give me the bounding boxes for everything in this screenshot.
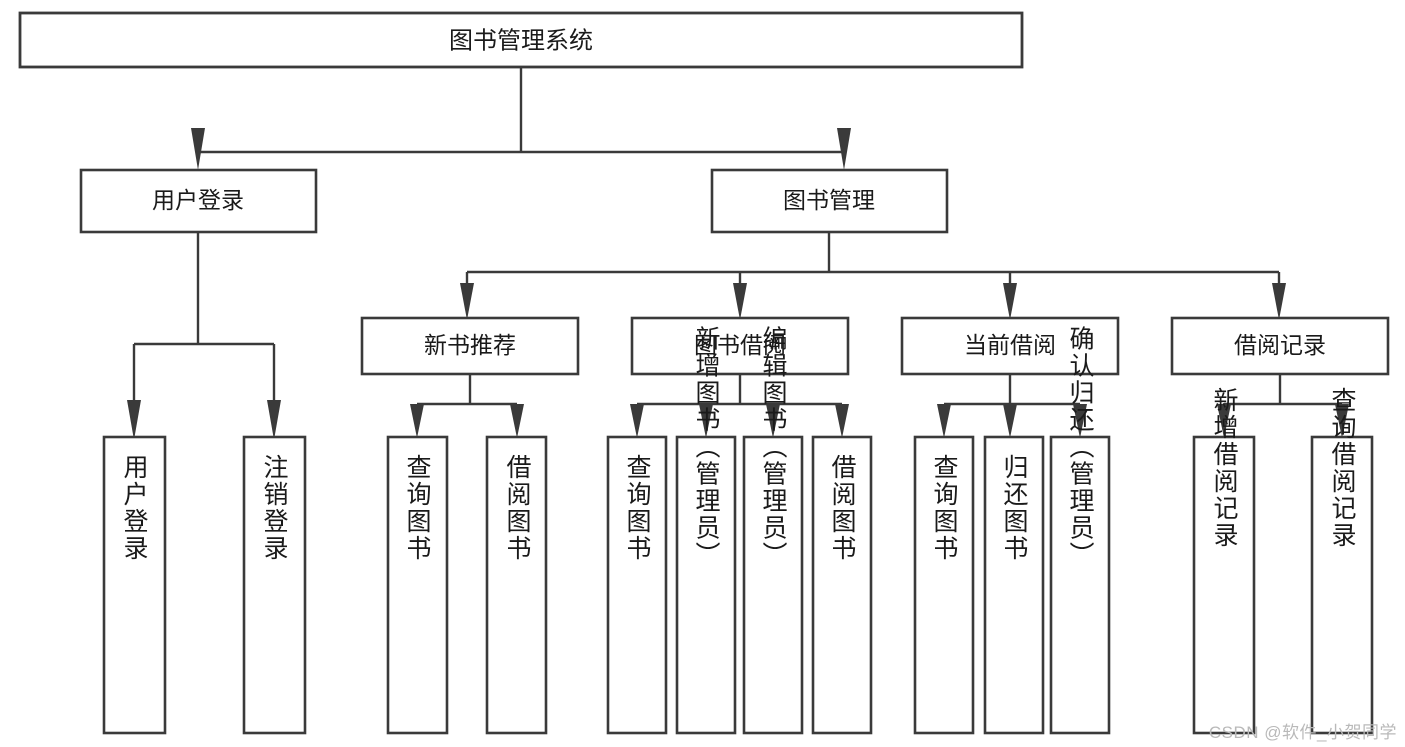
node-leaf-borrow-book-1[interactable]: 借阅图书 [485, 435, 548, 735]
node-leaf-query-borrow-record-box[interactable] [1310, 435, 1374, 735]
node-level2-book-management-box[interactable] [710, 168, 949, 234]
node-level3-new-book-recommend-box[interactable] [360, 316, 580, 376]
edge-group-bookmgmt-to-level3 [460, 232, 1286, 320]
node-level3-current-borrow-label: 当前借阅 [964, 332, 1056, 358]
arrow-icon-newbook-1 [410, 404, 424, 438]
node-leaf-user-login-label: 用户登录 [120, 454, 149, 562]
node-leaf-edit-book-admin-box[interactable] [742, 435, 804, 735]
node-root[interactable]: 图书管理系统 [18, 11, 1024, 69]
node-leaf-query-book-2[interactable]: 查询图书 [606, 435, 668, 735]
arrow-icon-current-2 [1003, 404, 1017, 438]
arrow-icon-userlogin-1 [127, 400, 141, 440]
node-leaf-borrow-book-1-label: 借阅图书 [503, 454, 532, 562]
node-level2-user-login-box[interactable] [79, 168, 318, 234]
node-level2-book-management-label: 图书管理 [783, 187, 875, 213]
arrow-icon-borrowbook-3 [766, 404, 780, 438]
node-leaf-borrow-book-1-box[interactable] [485, 435, 548, 735]
node-leaf-add-borrow-record-label: 新增借阅记录 [1210, 387, 1239, 549]
node-leaf-return-book-label: 归还图书 [1000, 454, 1029, 562]
node-leaf-query-book-1[interactable]: 查询图书 [386, 435, 449, 735]
arrow-icon-current-1 [937, 404, 951, 438]
node-leaf-return-book-box[interactable] [983, 435, 1045, 735]
edge-group-root-to-level2 [191, 67, 851, 170]
node-level2-book-management[interactable]: 图书管理 [710, 168, 949, 234]
node-leaf-add-borrow-record[interactable]: 新增借阅记录 [1192, 387, 1256, 735]
node-leaf-logout-box[interactable] [242, 435, 307, 735]
node-leaf-borrow-book-2-label: 借阅图书 [828, 454, 857, 562]
arrow-icon-root-1 [191, 128, 205, 170]
edge-group-newbook-to-leaves [410, 374, 524, 438]
arrow-icon-bookmgmt-2 [733, 283, 747, 320]
node-leaf-query-book-3[interactable]: 查询图书 [913, 435, 975, 735]
node-level3-borrow-record-box[interactable] [1170, 316, 1390, 376]
arrow-icon-record-2 [1335, 404, 1349, 438]
node-level3-book-borrow-label: 图书借阅 [694, 332, 786, 358]
node-level3-current-borrow-box[interactable] [900, 316, 1120, 376]
arrow-icon-borrowbook-1 [630, 404, 644, 438]
node-leaf-confirm-return-admin[interactable]: 确认归还（管理员） [1049, 326, 1111, 735]
arrow-icon-newbook-2 [510, 404, 524, 438]
node-leaf-user-login[interactable]: 用户登录 [102, 435, 167, 735]
node-leaf-logout-label: 注销登录 [260, 454, 289, 562]
node-leaf-query-book-2-box[interactable] [606, 435, 668, 735]
node-root-box[interactable] [18, 11, 1024, 69]
edge-group-borrowbook-to-leaves [630, 374, 849, 438]
node-level3-new-book-recommend[interactable]: 新书推荐 [360, 316, 580, 376]
arrow-icon-bookmgmt-1 [460, 283, 474, 320]
node-leaf-borrow-book-2[interactable]: 借阅图书 [811, 435, 873, 735]
edge-group-userlogin-to-leaves [127, 232, 281, 440]
node-level3-current-borrow[interactable]: 当前借阅 [900, 316, 1120, 376]
node-leaf-user-login-box[interactable] [102, 435, 167, 735]
node-level2-user-login-label: 用户登录 [152, 187, 244, 213]
node-leaf-add-book-admin[interactable]: 新增图书（管理员） [675, 326, 737, 735]
node-leaf-query-book-3-label: 查询图书 [930, 454, 959, 562]
node-leaf-query-book-1-box[interactable] [386, 435, 449, 735]
node-leaf-borrow-book-2-box[interactable] [811, 435, 873, 735]
node-leaf-return-book[interactable]: 归还图书 [983, 435, 1045, 735]
node-leaf-query-book-1-label: 查询图书 [403, 454, 432, 562]
node-leaf-logout[interactable]: 注销登录 [242, 435, 307, 735]
node-leaf-query-book-2-label: 查询图书 [623, 454, 652, 562]
arrow-icon-borrowbook-2 [699, 404, 713, 438]
edge-group-record-to-leaves [1217, 374, 1349, 438]
node-level2-user-login[interactable]: 用户登录 [79, 168, 318, 234]
node-level3-borrow-record-label: 借阅记录 [1234, 332, 1326, 358]
node-leaf-confirm-return-admin-label: 确认归还（管理员） [1066, 326, 1095, 569]
arrow-icon-bookmgmt-3 [1003, 283, 1017, 320]
node-leaf-query-borrow-record-label: 查询借阅记录 [1328, 387, 1357, 549]
node-level3-new-book-recommend-label: 新书推荐 [424, 332, 516, 358]
arrow-icon-record-1 [1217, 404, 1231, 438]
node-level3-book-borrow-box[interactable] [630, 316, 850, 376]
node-level3-book-borrow[interactable]: 图书借阅 [630, 316, 850, 376]
node-level3-borrow-record[interactable]: 借阅记录 [1170, 316, 1390, 376]
node-root-label: 图书管理系统 [449, 27, 593, 54]
arrow-icon-current-3 [1073, 404, 1087, 438]
arrow-icon-bookmgmt-4 [1272, 283, 1286, 320]
node-leaf-query-book-3-box[interactable] [913, 435, 975, 735]
node-leaf-query-borrow-record[interactable]: 查询借阅记录 [1310, 387, 1374, 735]
node-leaf-edit-book-admin[interactable]: 编辑图书（管理员） [742, 326, 804, 735]
arrow-icon-borrowbook-4 [835, 404, 849, 438]
node-leaf-add-book-admin-box[interactable] [675, 435, 737, 735]
arrow-icon-userlogin-2 [267, 400, 281, 440]
arrow-icon-root-2 [837, 128, 851, 170]
node-leaf-add-book-admin-label: 新增图书（管理员） [692, 326, 721, 569]
edge-group-current-to-leaves [937, 374, 1087, 438]
node-leaf-confirm-return-admin-box[interactable] [1049, 435, 1111, 735]
node-leaf-edit-book-admin-label: 编辑图书（管理员） [759, 326, 788, 569]
node-leaf-add-borrow-record-box[interactable] [1192, 435, 1256, 735]
